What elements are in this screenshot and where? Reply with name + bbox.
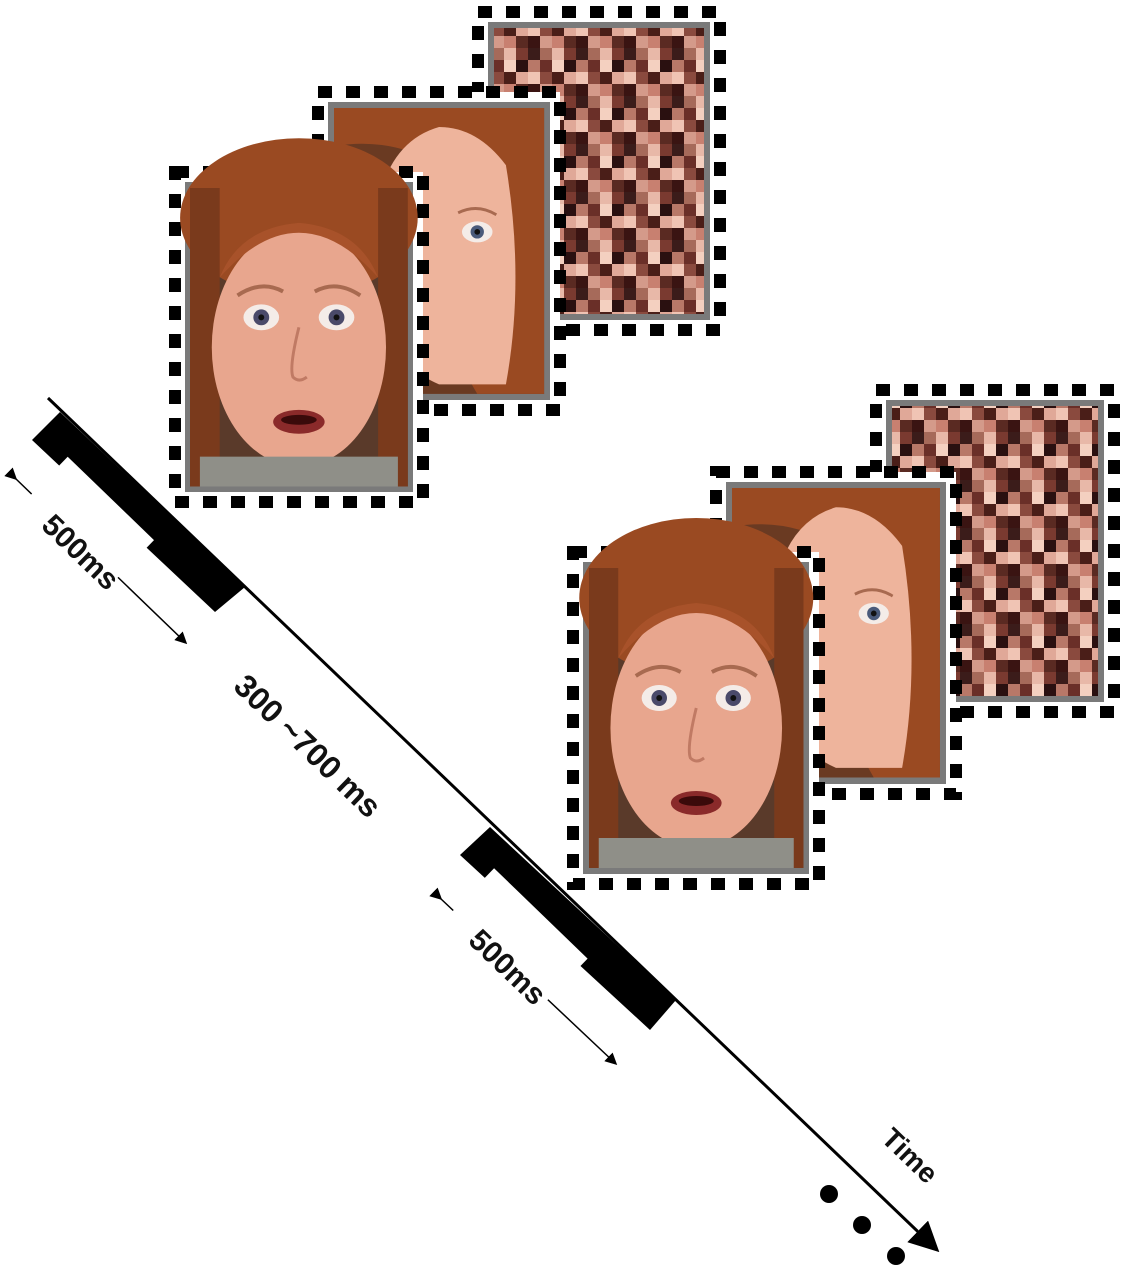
time-label: Time — [876, 1122, 944, 1189]
timeline-axis — [46, 396, 940, 1253]
fearful-face-image — [567, 516, 825, 890]
side-face-image — [710, 466, 962, 800]
trial-2-stimulus-stack — [567, 384, 1120, 890]
fearful-face-image — [169, 136, 429, 508]
continuation-dot — [887, 1247, 905, 1265]
continuation-dot — [820, 1185, 838, 1203]
trial-1-stimulus-stack — [169, 6, 726, 508]
continuation-dot — [853, 1216, 871, 1234]
interval-label: 300 ~700 ms — [227, 667, 388, 825]
